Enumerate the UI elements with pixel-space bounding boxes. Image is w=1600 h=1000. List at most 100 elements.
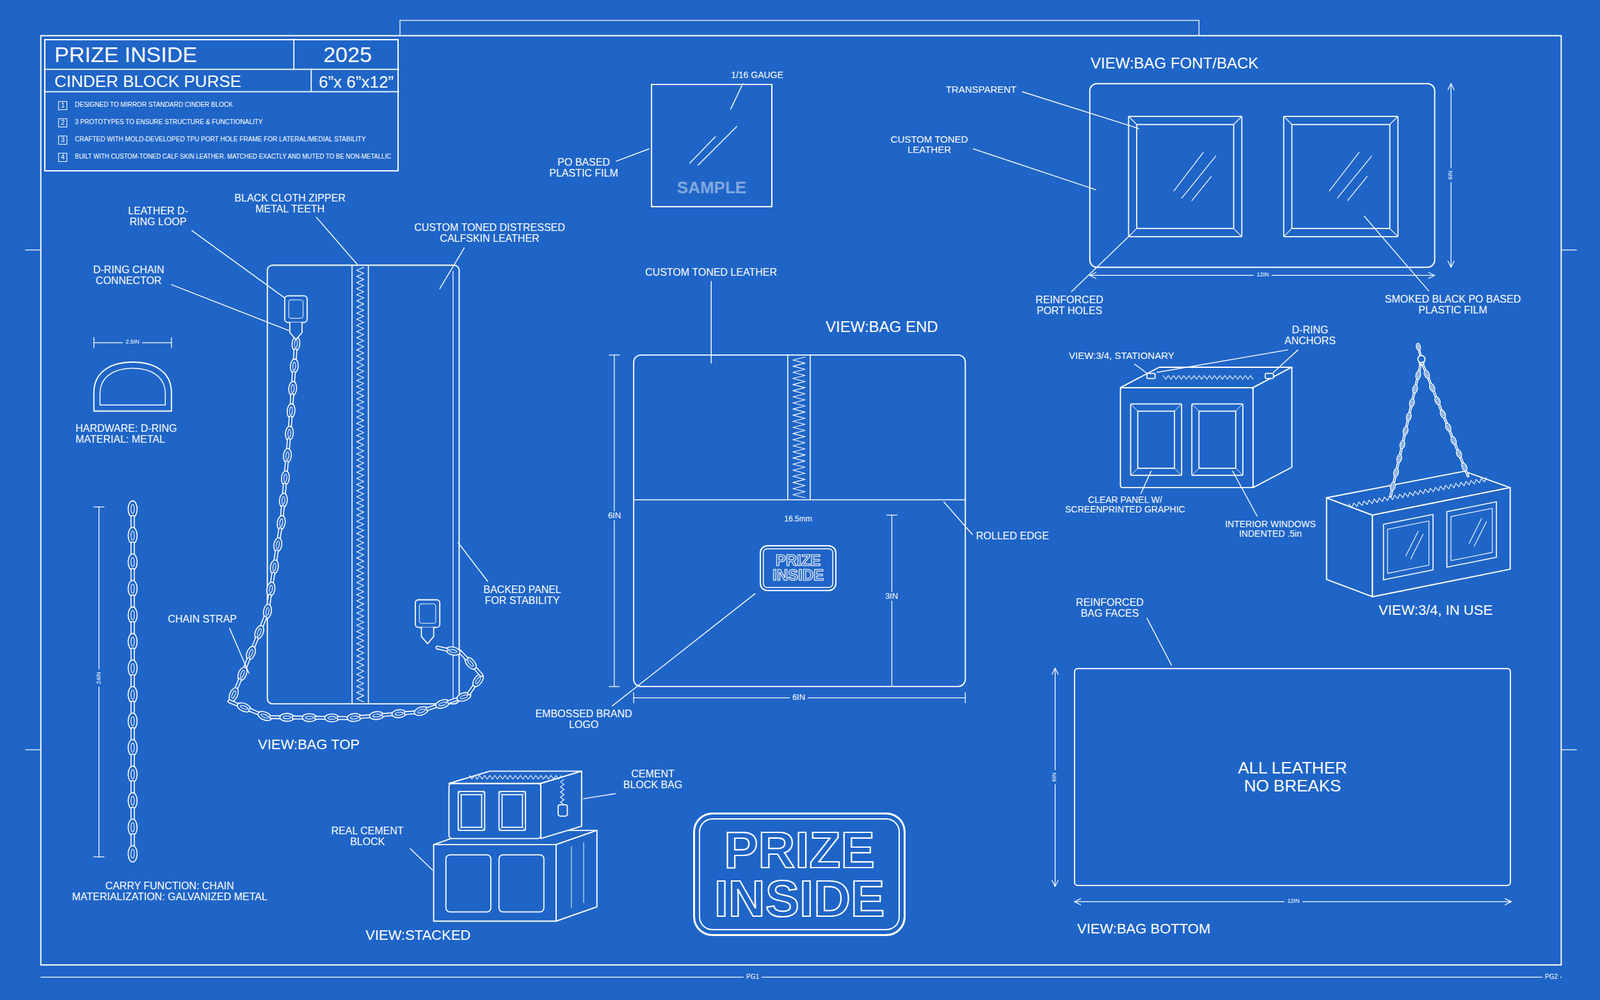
chain-link-hole — [283, 474, 288, 483]
callout-label: CARRY FUNCTION: CHAIN MATERIALIZATION: G… — [60, 881, 279, 904]
chain-link-hole — [275, 540, 280, 550]
bag-window — [1447, 501, 1497, 568]
dimension-line — [613, 355, 615, 687]
callout-label: TRANSPARENT — [945, 84, 1017, 95]
leader-line — [1134, 364, 1147, 374]
bag-in-use-front — [1372, 487, 1510, 598]
chain-link — [252, 624, 266, 641]
leader-line — [1071, 234, 1131, 292]
product-size: 6”x 6”x12” — [312, 72, 400, 92]
port-hole-frame — [1128, 116, 1242, 237]
spec-note: CRAFTED WITH MOLD-DEVELOPED TPU PORT HOL… — [74, 135, 366, 143]
chain-link-hole — [131, 531, 135, 541]
callout-label: REAL CEMENT BLOCK — [322, 826, 413, 848]
chain-link-hole — [1413, 386, 1417, 392]
port-hole-film — [1136, 124, 1234, 230]
chain-link — [128, 607, 137, 624]
chain-link-hole — [292, 362, 296, 371]
embossed-logo: PRIZE INSIDE — [759, 545, 837, 592]
chain-link-hole — [1457, 451, 1461, 456]
dimension-arrow — [1428, 272, 1435, 280]
dimension-tick — [887, 515, 898, 516]
dimension-tick — [965, 693, 966, 704]
callout-label: D-RING CHAIN CONNECTOR — [83, 264, 174, 287]
note-row: 3CRAFTED WITH MOLD-DEVELOPED TPU PORT HO… — [58, 135, 394, 146]
chain-link-hole — [1391, 484, 1394, 489]
title-block: PRIZE INSIDE2025CINDER BLOCK PURSE6”x 6”… — [44, 39, 399, 172]
callout-label: CUSTOM TONED DISTRESSED CALFSKIN LEATHER — [403, 222, 576, 245]
dimension-label: 6IN — [1447, 168, 1454, 183]
logo-text: PRIZE INSIDE — [703, 826, 896, 924]
d-ring-anchor — [1265, 373, 1274, 379]
view-title: VIEW:3/4, IN USE — [1378, 602, 1493, 618]
cement-block-front — [433, 844, 557, 922]
chain-link-hole — [467, 659, 475, 668]
zipper-teeth — [356, 267, 364, 703]
chain-link-hole — [1416, 344, 1420, 349]
chain-link-hole — [350, 716, 359, 720]
dimension-arrow — [1052, 668, 1059, 675]
leader-line — [1141, 471, 1152, 495]
dimension-arrow — [1052, 880, 1059, 888]
callout-label: REINFORCED PORT HOLES — [1024, 295, 1115, 317]
chain-link-side — [1464, 470, 1469, 478]
chain-link — [244, 645, 258, 662]
chain-link — [1402, 426, 1409, 436]
chain-link-hole — [272, 563, 277, 572]
window-depth — [1235, 403, 1243, 411]
glare-line — [1173, 152, 1204, 191]
zipper-tape — [787, 355, 789, 500]
callout-label: CHAIN STRAP — [167, 614, 237, 626]
window-recess — [1198, 411, 1236, 469]
chain-link-hole — [131, 690, 135, 700]
dimension-tick — [632, 693, 634, 704]
frame-bevel — [1390, 228, 1399, 237]
dimension-label: 12IN — [1284, 898, 1302, 905]
port-hole-film — [1291, 124, 1390, 230]
chain-link — [128, 792, 137, 810]
callout-label: 1/16 GAUGE — [730, 70, 784, 80]
window-depth — [499, 827, 503, 831]
leader-line — [439, 247, 464, 289]
callout-label: PO BASED PLASTIC FILM — [538, 157, 629, 180]
sheet-margin-line — [400, 19, 1199, 21]
chain-link — [128, 554, 137, 571]
frame-bevel — [1233, 228, 1243, 237]
chain — [128, 501, 137, 863]
callout-number: 1 — [58, 101, 68, 111]
chain — [1389, 356, 1424, 497]
chain-link-hole — [1416, 372, 1420, 377]
glare-line — [698, 126, 738, 166]
dimension-arrow — [1074, 899, 1081, 906]
chain-link-hole — [291, 384, 295, 393]
window-depth — [522, 827, 526, 831]
leader-line — [1157, 350, 1288, 373]
window-depth — [499, 791, 503, 795]
callout-label: EMBOSSED BRAND LOGO — [529, 709, 639, 731]
window-depth — [1191, 468, 1199, 476]
zipper-tape — [809, 355, 811, 500]
leader-line — [711, 281, 712, 364]
logo-text: PRIZE INSIDE — [764, 553, 832, 584]
glare-line — [1406, 531, 1419, 557]
page-line — [40, 977, 1562, 978]
cement-block-bag-front — [449, 783, 541, 839]
chain-link-hole — [459, 694, 468, 700]
blueprint-art — [25, 20, 1577, 978]
chain-link-hole — [282, 716, 291, 720]
frame-bevel — [1390, 116, 1399, 125]
leader-line — [229, 628, 249, 674]
d-ring-connector — [289, 322, 303, 340]
spec-note: DESIGNED TO MIRROR STANDARD CINDER BLOCK — [74, 101, 233, 109]
chain-link-hole — [1410, 400, 1414, 406]
block-texture — [570, 846, 572, 909]
zipper-teeth — [469, 775, 561, 780]
dimension-arrow — [1505, 899, 1512, 906]
chain-link-hole — [438, 701, 447, 707]
zipper-teeth — [1163, 375, 1254, 380]
sheet-tick — [399, 20, 400, 36]
chain-link-hole — [265, 607, 270, 616]
chain-link-hole — [1397, 456, 1401, 461]
dimension-label: 6IN — [605, 511, 624, 521]
sheet-tick — [25, 749, 41, 751]
